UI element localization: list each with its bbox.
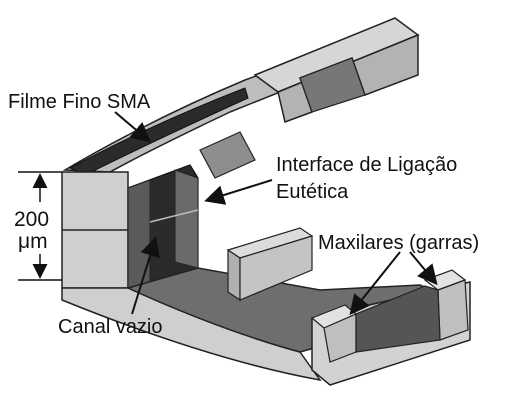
base-middle-wall-side [239,235,313,301]
interface-leader [204,179,273,205]
lower-structure [61,227,471,386]
upper-structure [62,17,420,179]
sma-thin-film [68,87,249,176]
upper-small-piece [199,131,256,179]
channel-leader [131,236,160,315]
callout-leaders [114,111,438,316]
thin-film-label: Filme Fino SMA [8,91,151,113]
jaws-leader-left [349,251,401,316]
dimension-marker: 200 μm [14,171,62,281]
jaw-right-body [437,279,469,341]
jaws-gap-floor [355,285,441,353]
upper-notch-inner [299,57,366,113]
jaws-leader-right [409,251,438,286]
empty-channel-label: Canal vazio [58,316,163,338]
channel-side-face [127,179,151,289]
dimension-unit: μm [18,230,48,253]
callout-labels: Filme Fino SMA Interface de Ligação Euté… [8,91,479,338]
interface-label-line2: Eutética [276,181,349,203]
thin-film-leader [114,111,152,143]
cross-section-wall [61,164,199,291]
interface-label-line1: Interface de Ligação [276,154,457,176]
channel-right-face [174,169,199,269]
dimension-value: 200 [14,208,49,231]
base-middle-wall-front [227,248,241,302]
jaws-label: Maxilares (garras) [318,232,479,254]
channel-interface-line [149,209,199,223]
